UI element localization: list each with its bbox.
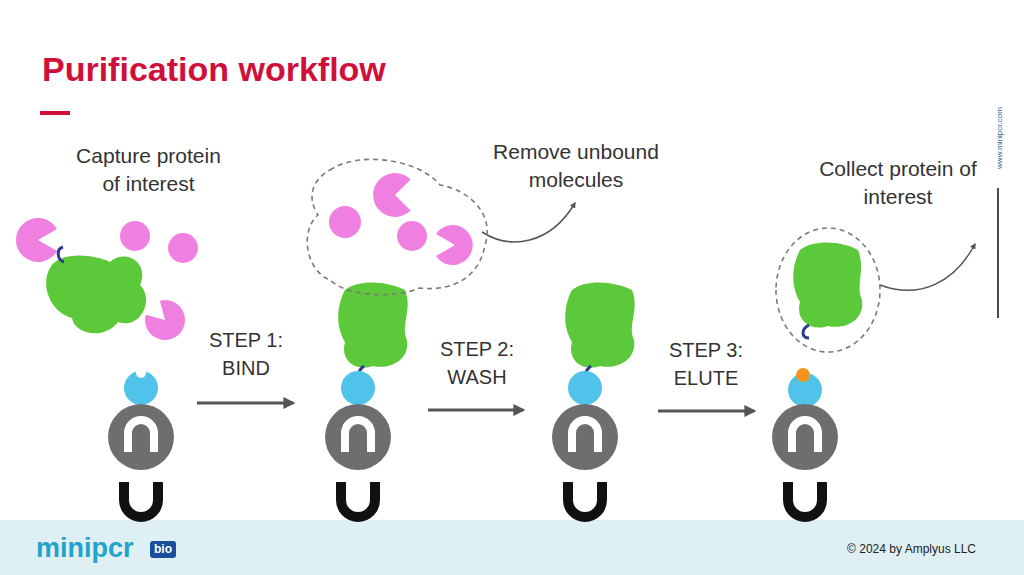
leader-arrow <box>482 203 575 242</box>
bead <box>341 371 375 405</box>
magnet <box>325 404 391 517</box>
footer-band <box>0 520 1024 575</box>
leader-arrow <box>880 244 975 290</box>
step-label: STEP 3: ELUTE <box>656 336 756 392</box>
stage-caption: Capture protein of interest <box>66 142 231 198</box>
target-protein <box>338 282 407 367</box>
page-title: Purification workflow <box>42 50 386 89</box>
affinity-tag <box>803 325 809 338</box>
step-arrow <box>658 410 754 413</box>
magnet <box>772 404 838 517</box>
logo-text: minipcr <box>36 532 156 564</box>
group-caption: Collect protein of interest <box>803 155 993 211</box>
unbound-molecule <box>329 206 361 238</box>
copyright: © 2024 by Amplyus LLC <box>776 542 976 557</box>
side-rule <box>997 188 999 318</box>
bead-pocket <box>136 368 146 378</box>
bead <box>568 371 602 405</box>
dashed-outline <box>770 150 1000 360</box>
target-protein <box>565 282 634 367</box>
step-label: STEP 1: BIND <box>196 326 296 382</box>
magnet <box>552 404 618 517</box>
unbound-molecule <box>145 300 185 340</box>
dashed-outline-path <box>776 228 880 352</box>
dashed-group: Collect protein of interest <box>770 150 1000 360</box>
unbound-molecule <box>373 173 411 217</box>
step-label: STEP 2: WASH <box>427 335 527 391</box>
unbound-molecule <box>168 233 198 263</box>
watermark: www.minipcr.com <box>995 98 1005 178</box>
unbound-molecule <box>16 218 57 262</box>
target-protein <box>46 256 146 334</box>
magnet <box>108 404 174 517</box>
step-arrow <box>428 409 523 412</box>
logo-badge: bio <box>150 541 176 558</box>
step-arrow <box>197 402 293 405</box>
affinity-tag <box>58 247 64 262</box>
dashed-group: Remove unbound molecules <box>300 135 680 300</box>
group-caption: Remove unbound molecules <box>476 138 676 194</box>
eluted-protein <box>793 242 862 327</box>
title-rule <box>40 111 70 115</box>
unbound-molecule <box>436 225 473 265</box>
elution-competitor <box>796 368 810 382</box>
unbound-molecule <box>397 221 427 251</box>
dashed-outline-path <box>307 159 487 294</box>
unbound-molecule <box>120 221 150 251</box>
